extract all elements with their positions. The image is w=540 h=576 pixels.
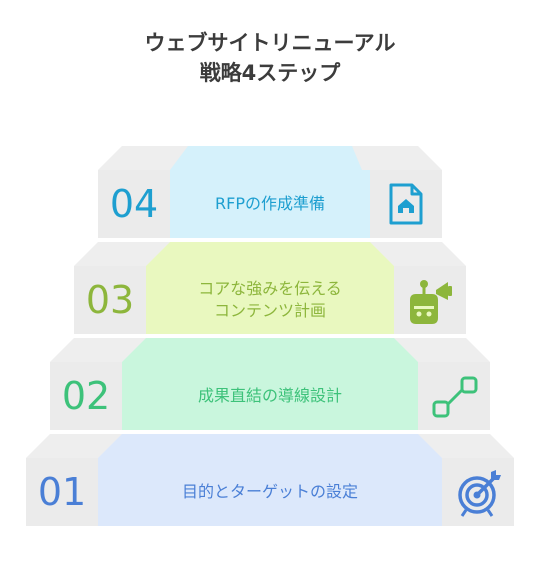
step-2-left-block: [50, 362, 122, 430]
step-1-center-panel: [98, 458, 442, 526]
step-1-label-text: 目的とターゲットの設定: [181, 482, 358, 501]
step-4-label-text: RFPの作成準備: [215, 194, 325, 213]
step-2-label: 成果直結の導線設計: [122, 362, 418, 430]
diagram-title: ウェブサイトリニューアル 戦略4ステップ: [0, 28, 540, 88]
step-2-center-top: [122, 338, 418, 362]
step-4-number: 04: [109, 182, 159, 226]
step-4-label: RFPの作成準備: [170, 170, 370, 238]
step-2-number: 02: [61, 374, 111, 418]
step-1-center-top: [98, 434, 442, 458]
robot-megaphone-icon: [410, 280, 452, 324]
step-3-label-line-2: コンテンツ計画: [213, 301, 326, 320]
step-4-center-panel: [170, 170, 370, 238]
target-arrow-icon: [458, 470, 501, 517]
document-home-icon: [389, 183, 423, 225]
title-line-2: 戦略4ステップ: [199, 61, 341, 85]
step-3-center-top: [146, 242, 394, 266]
step-1-left-block: [26, 458, 98, 526]
step-1-number: 01: [37, 470, 87, 514]
connected-nodes-icon: [432, 376, 478, 418]
step-3-label: コアな強みを伝える コンテンツ計画: [146, 266, 394, 334]
step-3-number: 03: [85, 278, 135, 322]
title-line-1: ウェブサイトリニューアル: [144, 31, 396, 55]
step-2-label-text: 成果直結の導線設計: [197, 386, 342, 405]
step-4-center-top: [170, 146, 362, 170]
step-3-center-panel: [146, 266, 394, 334]
step-3-label-line-1: コアな強みを伝える: [198, 279, 342, 298]
step-2-center-panel: [122, 362, 418, 430]
step-1-label: 目的とターゲットの設定: [98, 458, 442, 526]
step-4-left-block: [98, 170, 170, 238]
step-3-left-block: [74, 266, 146, 334]
